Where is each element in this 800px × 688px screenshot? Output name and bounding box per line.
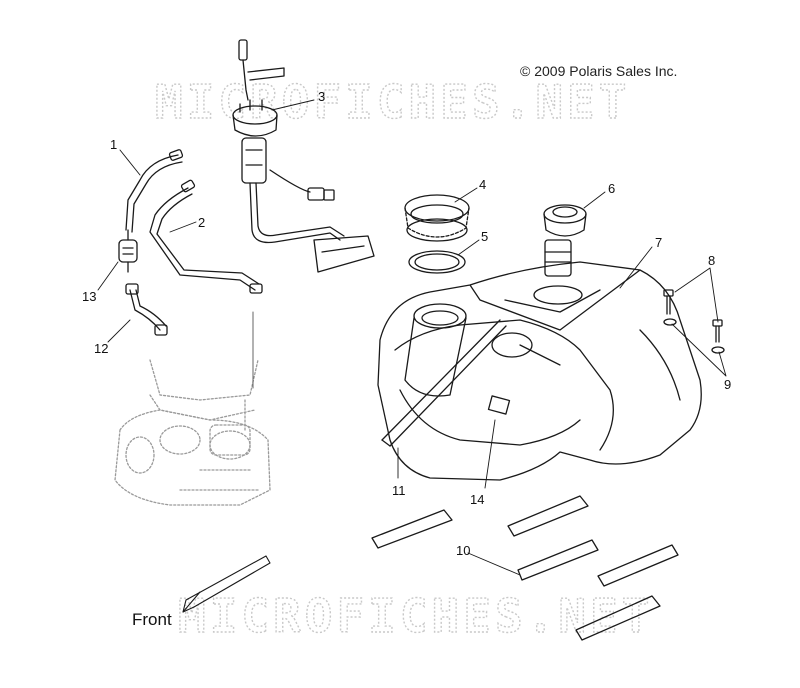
copyright-text: © 2009 Polaris Sales Inc. [520, 63, 678, 79]
front-label: Front [132, 610, 172, 629]
callout-14: 14 [470, 492, 485, 507]
callout-13: 13 [82, 289, 97, 304]
callout-8: 8 [708, 253, 716, 268]
fuel-line-1 [125, 149, 184, 233]
watermark-top: MICROFICHES.NET [155, 75, 630, 129]
callout-10: 10 [456, 543, 471, 558]
callout-4: 4 [479, 177, 487, 192]
washer-9b [711, 346, 725, 354]
bolt-8a [663, 289, 674, 315]
engine-intake-outline [114, 359, 271, 506]
leader-lines [97, 99, 727, 576]
callout-12: 12 [94, 341, 109, 356]
bolt-8b [712, 319, 723, 343]
washer-9a [663, 318, 677, 326]
tank-pads-10 [371, 495, 679, 641]
fuel-filter-13 [118, 229, 138, 273]
callout-2: 2 [198, 215, 206, 230]
callout-3: 3 [318, 89, 326, 104]
vent-tube-11 [381, 319, 507, 447]
callout-6: 6 [608, 181, 616, 196]
callout-5: 5 [481, 229, 489, 244]
callout-11: 11 [392, 483, 406, 498]
fuel-hose-2 [149, 179, 263, 294]
watermark-bottom: MICROFICHES.NET [178, 589, 653, 643]
callout-1: 1 [110, 137, 118, 152]
fuel-pump-assembly [232, 39, 375, 273]
front-arrow-icon [182, 555, 271, 613]
callout-9: 9 [724, 377, 732, 392]
fuel-line-12 [125, 283, 168, 336]
retaining-ring-4 [404, 194, 470, 242]
seal-5 [408, 250, 466, 274]
callout-7: 7 [655, 235, 663, 250]
fuel-cap-6 [543, 204, 587, 237]
fuel-tank-7 [377, 239, 702, 481]
